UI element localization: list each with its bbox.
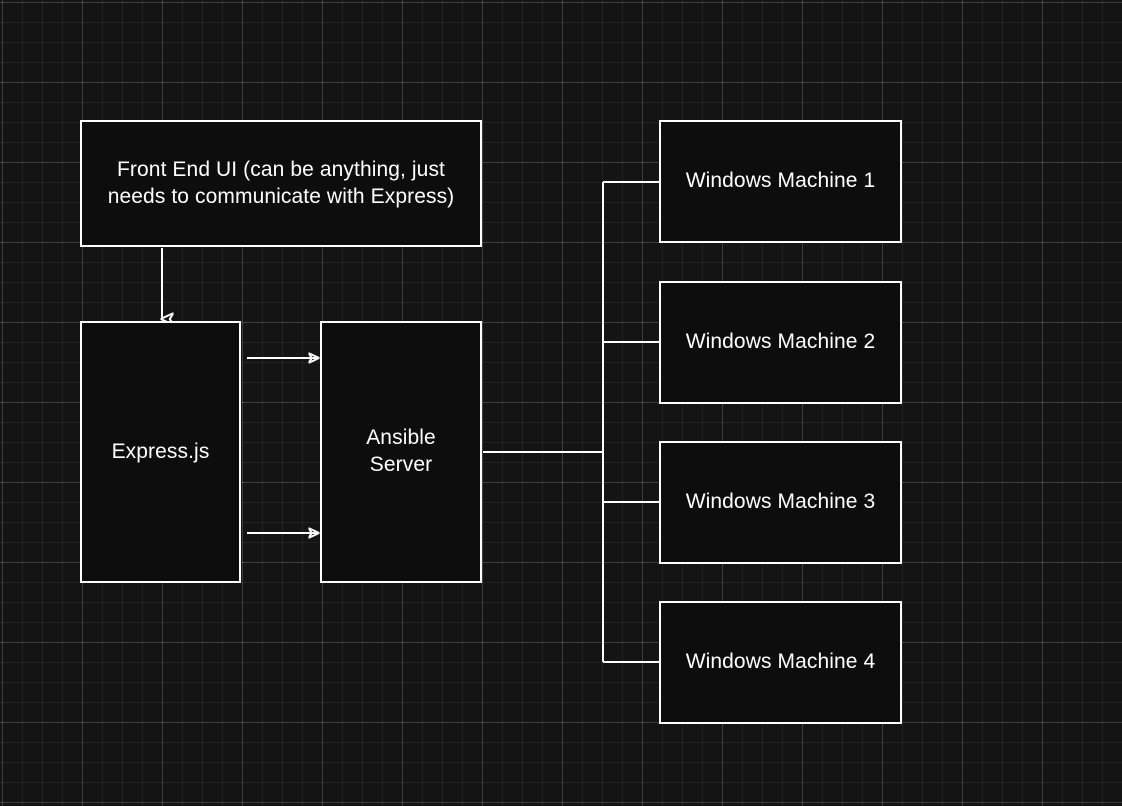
node-windows-machine-1-label: Windows Machine 1 [685, 169, 876, 193]
node-windows-machine-3[interactable]: Windows Machine 3 [659, 441, 902, 564]
node-windows-machine-4-label: Windows Machine 4 [685, 650, 876, 674]
node-windows-machine-1[interactable]: Windows Machine 1 [659, 120, 902, 243]
node-windows-machine-3-label: Windows Machine 3 [685, 490, 876, 514]
node-ansible-server[interactable]: Ansible Server [320, 321, 482, 583]
node-windows-machine-2[interactable]: Windows Machine 2 [659, 281, 902, 404]
node-windows-machine-2-label: Windows Machine 2 [685, 330, 876, 354]
node-ansible-server-label: Ansible Server [366, 426, 436, 476]
node-windows-machine-4[interactable]: Windows Machine 4 [659, 601, 902, 724]
node-express-js-label: Express.js [111, 439, 210, 463]
node-front-end-ui-label: Front End UI (can be anything, just need… [107, 157, 455, 208]
node-front-end-ui[interactable]: Front End UI (can be anything, just need… [80, 120, 482, 247]
node-express-js[interactable]: Express.js [80, 321, 241, 583]
